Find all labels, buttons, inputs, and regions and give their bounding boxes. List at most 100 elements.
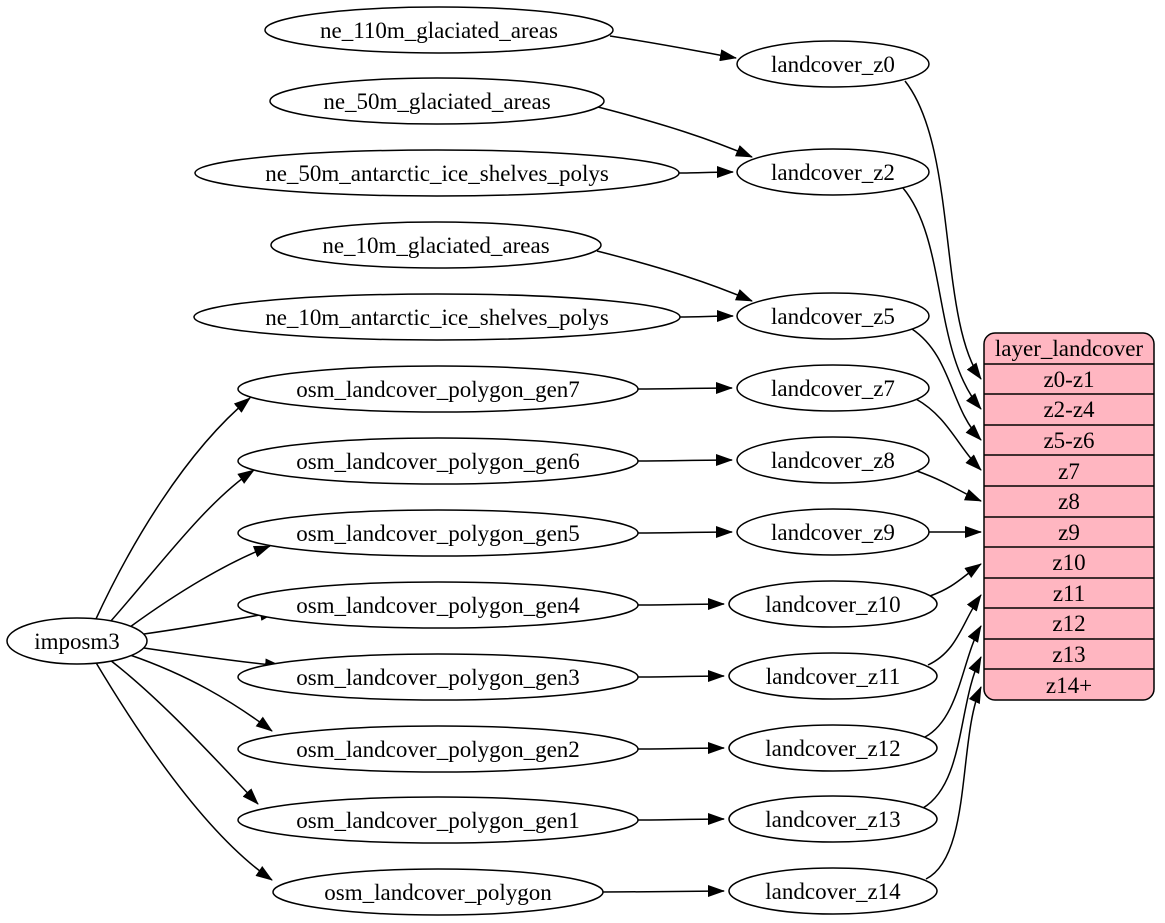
node-osm-landcover-polygon-gen4-shape <box>237 581 639 629</box>
node-ne-10m-glaciated-areas-shape <box>270 221 602 269</box>
node-ne-50m-glaciated-areas-label: ne_50m_glaciated_areas <box>323 89 550 114</box>
edge-imposm3-to-osm-landcover-polygon-gen1 <box>109 659 259 805</box>
record-row-z14: z14+ <box>1046 673 1092 698</box>
edge-osm-landcover-polygon-gen5-to-landcover-z9 <box>636 526 733 539</box>
record-row-z5-z6: z5-z6 <box>1043 428 1094 453</box>
node-landcover-z9-shape <box>736 508 930 556</box>
node-landcover-z5: landcover_z5 <box>736 292 930 340</box>
node-osm-landcover-polygon-gen7: osm_landcover_polygon_gen7 <box>237 365 639 413</box>
node-landcover-z10-shape <box>728 580 938 628</box>
edge-imposm3-to-osm-landcover-polygon-gen7 <box>94 397 251 622</box>
node-ne-10m-glaciated-areas-label: ne_10m_glaciated_areas <box>322 233 549 258</box>
node-landcover-z5-shape <box>736 292 930 340</box>
node-landcover-z2-label: landcover_z2 <box>771 160 895 185</box>
record-row-z13: z13 <box>1052 642 1085 667</box>
node-osm-landcover-polygon-gen2-shape <box>237 725 639 773</box>
node-osm-landcover-polygon-gen2-label: osm_landcover_polygon_gen2 <box>296 737 580 762</box>
record-layer-landcover: layer_landcover z0-z1 z2-z4 z5-z6 z7 z8 … <box>983 332 1155 701</box>
node-osm-landcover-polygon-gen6-label: osm_landcover_polygon_gen6 <box>296 449 580 474</box>
node-landcover-z5-label: landcover_z5 <box>771 304 895 329</box>
node-ne-50m-antarctic-ice-shelves-polys-shape <box>194 149 680 197</box>
node-landcover-z12-label: landcover_z12 <box>765 736 900 761</box>
edge-ne-10m-antarctic-ice-shelves-polys-to-landcover-z5 <box>678 310 734 323</box>
record-row-z10: z10 <box>1052 550 1085 575</box>
edge-landcover-z10-to-row-z10 <box>929 563 982 597</box>
node-osm-landcover-polygon-gen4-label: osm_landcover_polygon_gen4 <box>296 593 580 618</box>
record-row-z2-z4: z2-z4 <box>1043 397 1095 422</box>
node-landcover-z0-shape <box>736 40 930 88</box>
node-osm-landcover-polygon-gen4: osm_landcover_polygon_gen4 <box>237 581 639 629</box>
node-osm-landcover-polygon-gen6-shape <box>237 437 639 485</box>
node-landcover-z8-shape <box>736 436 930 484</box>
edge-imposm3-to-osm-landcover-polygon-gen3 <box>143 647 282 671</box>
edge-imposm3-to-osm-landcover-polygon <box>94 660 273 881</box>
edge-osm-landcover-polygon-gen1-to-landcover-z13 <box>636 813 725 826</box>
edge-osm-landcover-polygon-gen2-to-landcover-z12 <box>636 742 725 755</box>
edge-osm-landcover-polygon-to-landcover-z14 <box>601 885 725 898</box>
edge-landcover-z5-to-row-z5-z6 <box>911 328 982 441</box>
node-ne-110m-glaciated-areas-shape <box>264 6 614 54</box>
node-landcover-z13-shape <box>728 795 938 843</box>
edge-imposm3-to-osm-landcover-polygon-gen5 <box>129 545 271 628</box>
node-ne-50m-antarctic-ice-shelves-polys-label: ne_50m_antarctic_ice_shelves_polys <box>265 161 609 186</box>
edge-landcover-z0-to-row-z0-z1 <box>904 80 982 380</box>
node-landcover-z9: landcover_z9 <box>736 508 930 556</box>
record-row-z9: z9 <box>1058 520 1080 545</box>
edge-landcover-z11-to-row-z11 <box>927 594 982 666</box>
node-osm-landcover-polygon-gen6: osm_landcover_polygon_gen6 <box>237 437 639 485</box>
record-title: layer_landcover <box>995 336 1143 361</box>
edge-landcover-z14-to-row-z14 <box>925 686 982 880</box>
node-landcover-z11-shape <box>728 652 938 700</box>
node-landcover-z11-label: landcover_z11 <box>766 664 901 689</box>
node-landcover-z7-label: landcover_z7 <box>771 376 895 401</box>
node-osm-landcover-polygon-gen7-label: osm_landcover_polygon_gen7 <box>296 377 580 402</box>
node-ne-50m-antarctic-ice-shelves-polys: ne_50m_antarctic_ice_shelves_polys <box>194 149 680 197</box>
node-osm-landcover-polygon-gen1: osm_landcover_polygon_gen1 <box>237 796 639 844</box>
node-ne-50m-glaciated-areas: ne_50m_glaciated_areas <box>269 77 605 125</box>
edge-osm-landcover-polygon-gen6-to-landcover-z8 <box>636 454 733 467</box>
node-landcover-z14-label: landcover_z14 <box>765 879 901 904</box>
edge-landcover-z13-to-row-z13 <box>922 656 982 809</box>
node-landcover-z14: landcover_z14 <box>728 867 938 915</box>
edge-landcover-z8-to-row-z8 <box>916 470 982 502</box>
node-ne-110m-glaciated-areas-label: ne_110m_glaciated_areas <box>320 18 558 43</box>
node-landcover-z13: landcover_z13 <box>728 795 938 843</box>
record-row-z7: z7 <box>1058 459 1080 484</box>
node-landcover-z14-shape <box>728 867 938 915</box>
edge-osm-landcover-polygon-gen7-to-landcover-z7 <box>636 382 733 395</box>
node-landcover-z2-shape <box>736 148 930 196</box>
node-osm-landcover-polygon-gen3: osm_landcover_polygon_gen3 <box>237 653 639 701</box>
node-landcover-z0-label: landcover_z0 <box>771 52 895 77</box>
node-osm-landcover-polygon-gen5: osm_landcover_polygon_gen5 <box>237 509 639 557</box>
node-osm-landcover-polygon-shape <box>272 868 604 916</box>
node-ne-10m-antarctic-ice-shelves-polys-shape <box>193 293 681 341</box>
node-landcover-z12: landcover_z12 <box>728 724 938 772</box>
edge-landcover-z12-to-row-z12 <box>924 625 982 738</box>
node-landcover-z9-label: landcover_z9 <box>771 520 895 545</box>
edge-ne-50m-glaciated-areas-to-landcover-z2 <box>597 106 753 158</box>
node-landcover-z11: landcover_z11 <box>728 652 938 700</box>
node-osm-landcover-polygon-gen1-label: osm_landcover_polygon_gen1 <box>296 808 580 833</box>
node-osm-landcover-polygon-gen3-label: osm_landcover_polygon_gen3 <box>296 665 580 690</box>
edge-landcover-z2-to-row-z2-z4 <box>902 187 982 410</box>
node-imposm3-label: imposm3 <box>34 629 120 654</box>
node-landcover-z7: landcover_z7 <box>736 364 930 412</box>
edge-landcover-z7-to-row-z7 <box>915 398 982 471</box>
node-landcover-z7-shape <box>736 364 930 412</box>
node-landcover-z12-shape <box>728 724 938 772</box>
node-osm-landcover-polygon-gen2: osm_landcover_polygon_gen2 <box>237 725 639 773</box>
node-osm-landcover-polygon-gen7-shape <box>237 365 639 413</box>
record-row-z12: z12 <box>1052 611 1085 636</box>
node-ne-10m-antarctic-ice-shelves-polys: ne_10m_antarctic_ice_shelves_polys <box>193 293 681 341</box>
node-landcover-z13-label: landcover_z13 <box>765 807 900 832</box>
node-osm-landcover-polygon-gen1-shape <box>237 796 639 844</box>
node-landcover-z0: landcover_z0 <box>736 40 930 88</box>
edge-imposm3-to-osm-landcover-polygon-gen6 <box>109 469 255 623</box>
edge-osm-landcover-polygon-gen3-to-landcover-z11 <box>636 670 725 683</box>
node-osm-landcover-polygon-gen3-shape <box>237 653 639 701</box>
node-imposm3-shape <box>6 617 148 665</box>
node-osm-landcover-polygon-gen5-shape <box>237 509 639 557</box>
edge-ne-50m-antarctic-ice-shelves-polys-to-landcover-z2 <box>677 166 734 179</box>
